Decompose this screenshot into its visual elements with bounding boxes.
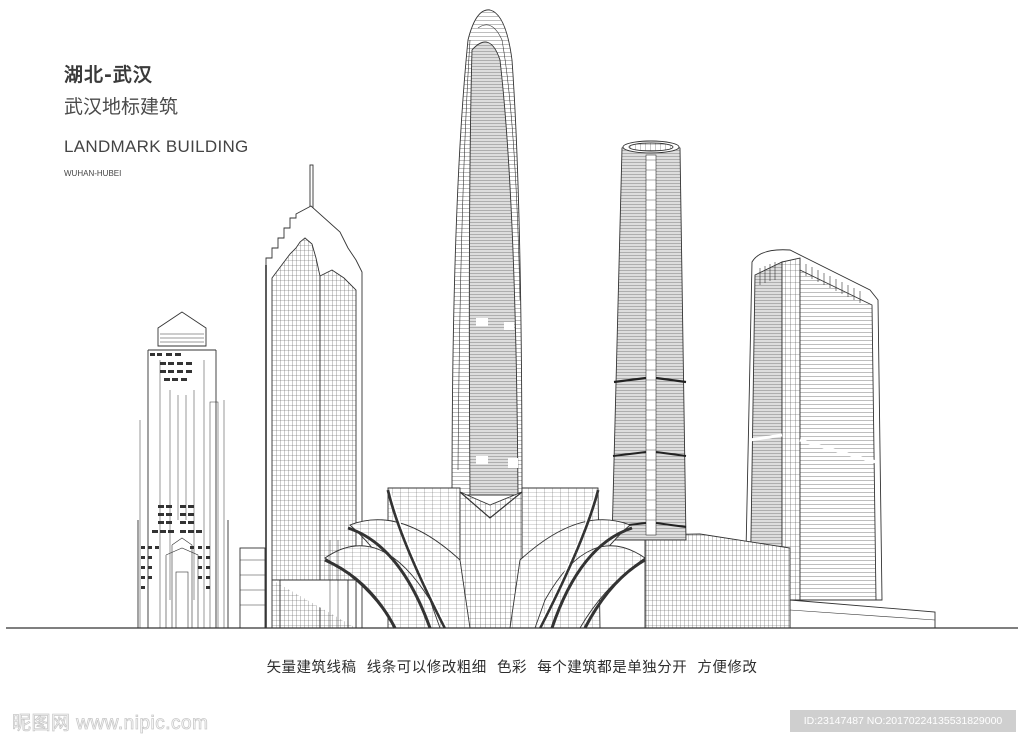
caption-text: 矢量建筑线稿 线条可以修改粗细 色彩 每个建筑都是单独分开 方便修改 [266, 660, 758, 676]
curved-office-tower [744, 249, 936, 628]
title-chinese-bold: 湖北-武汉 [64, 64, 153, 86]
title-english: LANDMARK BUILDING [64, 137, 249, 156]
skyline-illustration [6, 9, 1018, 629]
low-grid-block [644, 533, 791, 629]
title-chinese: 武汉地标建筑 [64, 96, 179, 118]
low-annex [239, 547, 266, 629]
wuhan-center-tower [451, 9, 523, 496]
spire-tower [265, 164, 363, 629]
art-deco-tower [137, 311, 229, 629]
cylindrical-tower [611, 140, 687, 541]
title-block: 湖北-武汉 武汉地标建筑 LANDMARK BUILDING WUHAN-HUB… [64, 62, 249, 178]
image-id-bar: ID:23147487 NO:20170224135531829000 [790, 710, 1016, 732]
watermark-nipic: 昵图网 www.nipic.com [12, 713, 209, 735]
lotus-canopy-building [324, 487, 647, 629]
subtitle-english: WUHAN-HUBEI [64, 169, 122, 178]
